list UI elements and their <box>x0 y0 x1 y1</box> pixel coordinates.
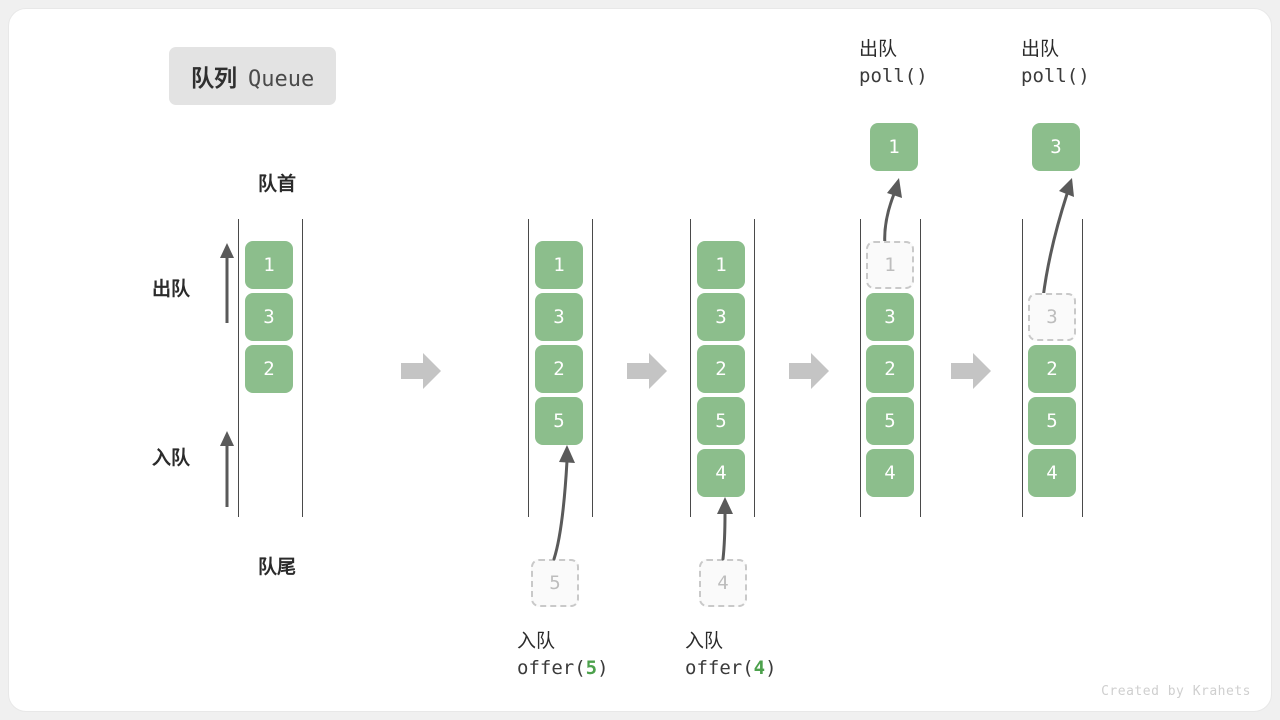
queue-cell: 5 <box>1028 397 1076 445</box>
rail-left-col1 <box>238 219 239 517</box>
offer4-value: 4 <box>753 657 766 680</box>
queue-cell: 5 <box>697 397 745 445</box>
queue-cell: 2 <box>1028 345 1076 393</box>
queue-cell: 5 <box>866 397 914 445</box>
enqueue-arrow-offer-4-icon <box>717 497 733 561</box>
queue-cell: 1 <box>697 241 745 289</box>
caption-offer-4: 入队 offer(4) <box>685 629 777 681</box>
caption-poll-3-code: poll() <box>1021 65 1090 88</box>
caption-offer-5-cn: 入队 <box>517 631 556 652</box>
diagram-canvas: 队列 Queue 队首 队尾 出队 入队 1 3 2 1 3 2 5 5 入队 … <box>8 8 1272 712</box>
offer4-suffix: ) <box>765 657 777 680</box>
caption-poll-1: 出队 poll() <box>859 37 928 89</box>
ghost-cell-offer-4: 4 <box>699 559 747 607</box>
queue-cell: 3 <box>866 293 914 341</box>
dequeue-direction-label: 出队 <box>152 279 191 300</box>
ghost-cell-offer-5: 5 <box>531 559 579 607</box>
queue-cell: 1 <box>535 241 583 289</box>
rail-right-col5 <box>1082 219 1083 517</box>
caption-poll-1-cn: 出队 <box>859 39 898 60</box>
flow-arrow-icon <box>789 353 829 389</box>
diagram-stage: 队列 Queue 队首 队尾 出队 入队 1 3 2 1 3 2 5 5 入队 … <box>9 9 1271 711</box>
caption-poll-3: 出队 poll() <box>1021 37 1090 89</box>
queue-cell: 3 <box>245 293 293 341</box>
queue-cell: 2 <box>866 345 914 393</box>
caption-offer-5: 入队 offer(5) <box>517 629 609 681</box>
flow-arrow-icon <box>951 353 991 389</box>
queue-cell-new: 5 <box>535 397 583 445</box>
credit-text: Created by Krahets <box>1101 684 1251 699</box>
rail-left-col5 <box>1022 219 1023 517</box>
offer4-prefix: offer( <box>685 657 754 680</box>
queue-cell: 4 <box>1028 449 1076 497</box>
enqueue-arrow-offer-5-icon <box>552 445 575 561</box>
ghost-cell-popped-3: 3 <box>1028 293 1076 341</box>
rail-right-col3 <box>754 219 755 517</box>
queue-cell: 4 <box>866 449 914 497</box>
rail-left-col2 <box>528 219 529 517</box>
rail-right-col2 <box>592 219 593 517</box>
caption-poll-3-cn: 出队 <box>1021 39 1060 60</box>
offer5-value: 5 <box>585 657 598 680</box>
rail-left-col4 <box>860 219 861 517</box>
enqueue-direction-label: 入队 <box>152 448 191 469</box>
queue-head-label: 队首 <box>257 174 296 195</box>
queue-cell: 2 <box>535 345 583 393</box>
queue-cell: 3 <box>535 293 583 341</box>
queue-tail-label: 队尾 <box>257 557 296 578</box>
rail-right-col4 <box>920 219 921 517</box>
title-en: Queue <box>248 67 315 92</box>
rail-left-col3 <box>690 219 691 517</box>
title-cn: 队列 <box>191 65 237 91</box>
flow-arrow-icon <box>627 353 667 389</box>
popped-cell-poll-1: 1 <box>870 123 918 171</box>
enqueue-direction-arrow-icon <box>220 431 234 507</box>
queue-cell: 2 <box>245 345 293 393</box>
queue-cell: 1 <box>245 241 293 289</box>
caption-offer-4-cn: 入队 <box>685 631 724 652</box>
dequeue-direction-arrow-icon <box>220 243 234 323</box>
title-badge: 队列 Queue <box>169 47 337 105</box>
flow-arrow-icon <box>401 353 441 389</box>
rail-right-col1 <box>302 219 303 517</box>
popped-cell-poll-3: 3 <box>1032 123 1080 171</box>
queue-cell: 2 <box>697 345 745 393</box>
offer5-prefix: offer( <box>517 657 586 680</box>
queue-cell-new: 4 <box>697 449 745 497</box>
caption-poll-1-code: poll() <box>859 65 928 88</box>
dequeue-arrow-poll-3-icon <box>1041 178 1074 300</box>
dequeue-arrow-poll-1-icon <box>883 178 902 248</box>
ghost-cell-popped-1: 1 <box>866 241 914 289</box>
caption-offer-5-code: offer(5) <box>517 655 609 681</box>
queue-cell: 3 <box>697 293 745 341</box>
offer5-suffix: ) <box>597 657 609 680</box>
caption-offer-4-code: offer(4) <box>685 655 777 681</box>
